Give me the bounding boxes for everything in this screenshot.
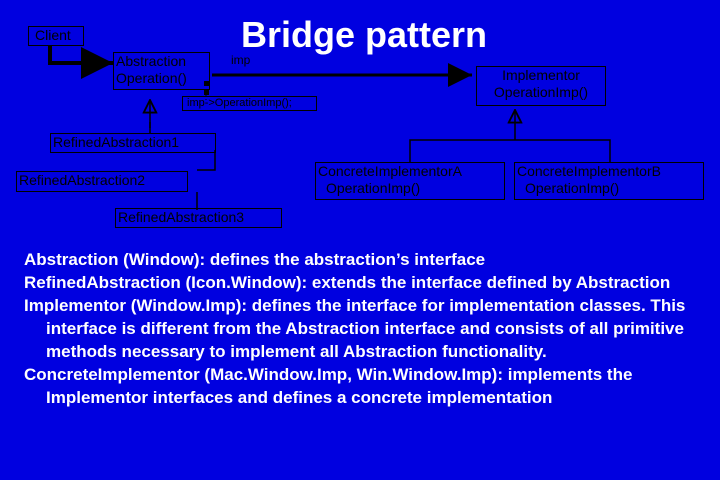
client-abstraction-link — [48, 45, 113, 79]
abstraction-box: Abstraction Operation() — [113, 52, 210, 90]
refined-abstraction-2-box: RefinedAbstraction2 — [16, 171, 188, 192]
client-label: Client — [35, 27, 71, 43]
refined-abstraction-1-box: RefinedAbstraction1 — [50, 133, 216, 153]
note-text: imp->OperationImp(); — [187, 97, 292, 109]
refined-abstraction-2-label: RefinedAbstraction2 — [19, 172, 146, 188]
concrete-implementor-a-box: ConcreteImplementorA OperationImp() — [315, 162, 505, 200]
refined-inheritance-tree — [197, 150, 216, 171]
refined-abstraction-1-label: RefinedAbstraction1 — [53, 134, 180, 150]
note-box: imp->OperationImp(); — [182, 96, 317, 111]
page-title: Bridge pattern — [241, 14, 488, 55]
concrete-implementor-b-name: ConcreteImplementorB — [517, 163, 661, 179]
abstraction-method: Operation() — [116, 70, 187, 86]
client-box: Client — [28, 26, 84, 46]
implementor-box: Implementor OperationImp() — [476, 66, 606, 106]
concrete-implementor-b-method: OperationImp() — [525, 180, 620, 196]
note-dot — [204, 90, 209, 95]
refined-abstraction-3-box: RefinedAbstraction3 — [115, 208, 282, 228]
concreteB-link — [515, 139, 611, 162]
description-refined-abstraction: RefinedAbstraction (Icon.Window): extend… — [24, 273, 671, 292]
concreteA-link — [409, 139, 515, 162]
refined-abstraction-3-label: RefinedAbstraction3 — [118, 209, 245, 225]
description-abstraction: Abstraction (Window): defines the abstra… — [24, 250, 486, 269]
description-implementor: Implementor (Window.Imp): defines the in… — [24, 296, 686, 361]
implementor-name: Implementor — [502, 67, 580, 83]
implementor-method: OperationImp() — [493, 84, 589, 100]
description-concrete-implementor: ConcreteImplementor (Mac.Window.Imp, Win… — [24, 365, 633, 407]
description-list: Abstraction (Window): defines the abstra… — [24, 248, 714, 409]
concrete-implementor-b-box: ConcreteImplementorB OperationImp() — [514, 162, 704, 200]
imp-label: imp — [231, 53, 251, 67]
concrete-implementor-a-name: ConcreteImplementorA — [318, 163, 462, 179]
concrete-implementor-a-method: OperationImp() — [326, 180, 421, 196]
note-dot — [204, 81, 209, 86]
abstraction-name: Abstraction — [116, 53, 187, 69]
